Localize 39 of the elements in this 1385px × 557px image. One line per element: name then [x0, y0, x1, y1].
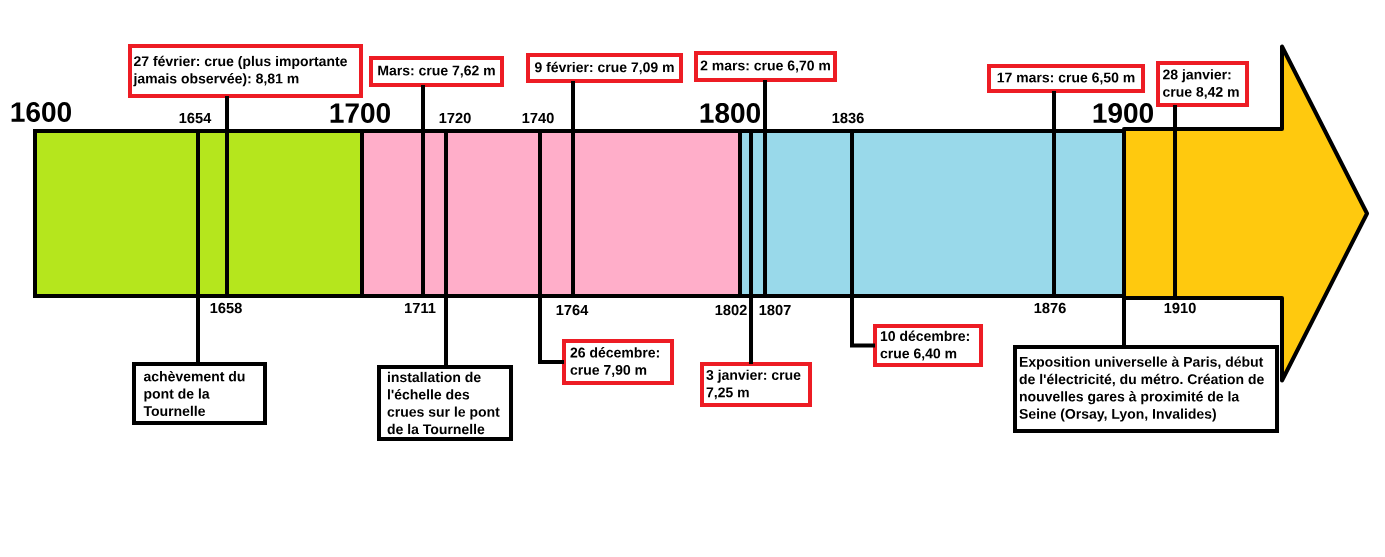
leader-line	[1173, 105, 1177, 298]
leader-line	[571, 81, 575, 296]
callout-box: achèvement du pont de la Tournelle	[132, 362, 267, 425]
century-label: 1600	[11, 102, 71, 122]
century-label: 1700	[330, 103, 390, 123]
leader-line	[749, 131, 753, 364]
century-label: 1800	[700, 103, 760, 123]
callout-box: Mars: crue 7,62 m	[369, 56, 504, 87]
year-label: 1802	[715, 304, 747, 316]
callout-box: 10 décembre: crue 6,40 m	[873, 324, 983, 367]
year-label: 1711	[405, 302, 436, 314]
leader-line	[1052, 91, 1056, 296]
callout-box: 9 février: crue 7,09 m	[526, 53, 683, 83]
century-label: 1900	[1093, 103, 1153, 123]
leader-line	[421, 85, 425, 296]
year-label: 1654	[179, 112, 212, 124]
callout-box: 2 mars: crue 6,70 m	[694, 51, 837, 82]
callout-box: 17 mars: crue 6,50 m	[987, 64, 1145, 93]
year-label: 1764	[556, 304, 589, 316]
leader-line	[763, 80, 767, 296]
year-label: 1720	[439, 112, 471, 124]
year-label: 1740	[522, 112, 554, 124]
callout-box: 3 janvier: crue 7,25 m	[700, 362, 812, 407]
callout-box: 27 février: crue (plus importante jamais observée): 8,81 m	[128, 44, 363, 98]
year-label: 1807	[759, 304, 791, 316]
callout-box: Exposition universelle à Paris, début de l'électricité, du métro. Création de nouvelles gares à proximité de la Seine (Orsay, Lyon, Invalides)	[1013, 345, 1279, 433]
leader-line	[196, 131, 200, 364]
year-label: 1836	[832, 112, 864, 124]
leader-line	[1122, 298, 1126, 347]
leader-line	[444, 131, 448, 367]
callout-box: installation de l'échelle des crues sur le pont de la Tournelle	[377, 365, 513, 441]
year-label: 1876	[1034, 302, 1066, 314]
callout-box: 26 décembre: crue 7,90 m	[562, 339, 674, 385]
leader-line	[538, 131, 564, 364]
callout-box: 28 janvier: crue 8,42 m	[1156, 61, 1249, 107]
year-label: 1910	[1164, 302, 1196, 314]
leader-line	[850, 131, 875, 348]
leader-line	[225, 96, 229, 296]
year-label: 1658	[210, 302, 242, 314]
